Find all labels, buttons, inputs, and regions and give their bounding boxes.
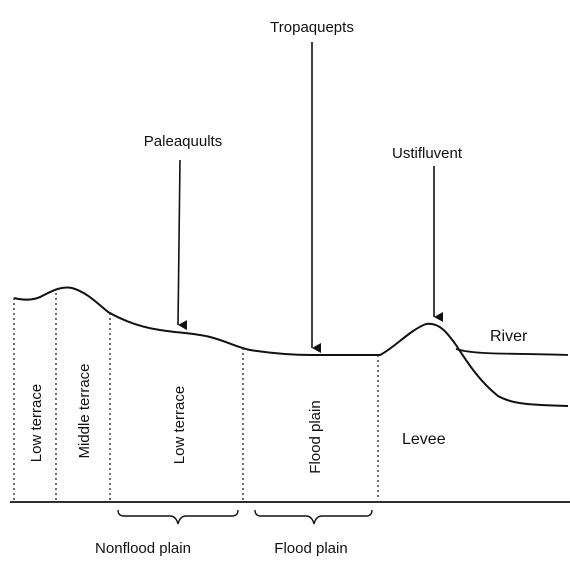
zone-low-terrace-center: Low terrace bbox=[171, 386, 188, 464]
arrow-paleaquults bbox=[178, 160, 180, 325]
brace-nonflood-plain bbox=[118, 510, 238, 524]
river-surface-line bbox=[456, 349, 568, 355]
zone-low-terrace-left: Low terrace bbox=[28, 384, 45, 462]
ground-surface-line bbox=[14, 287, 568, 406]
label-river: River bbox=[490, 328, 528, 345]
label-levee: Levee bbox=[402, 431, 446, 448]
label-nonflood-plain: Nonflood plain bbox=[95, 540, 191, 557]
label-ustifluvent: Ustifluvent bbox=[392, 145, 463, 162]
zone-middle-terrace: Middle terrace bbox=[76, 363, 93, 458]
zone-flood-plain: Flood plain bbox=[307, 400, 324, 473]
brace-flood-plain bbox=[255, 510, 372, 524]
label-flood-plain: Flood plain bbox=[274, 540, 347, 557]
label-tropaquepts: Tropaquepts bbox=[270, 19, 354, 36]
label-paleaquults: Paleaquults bbox=[144, 133, 222, 150]
